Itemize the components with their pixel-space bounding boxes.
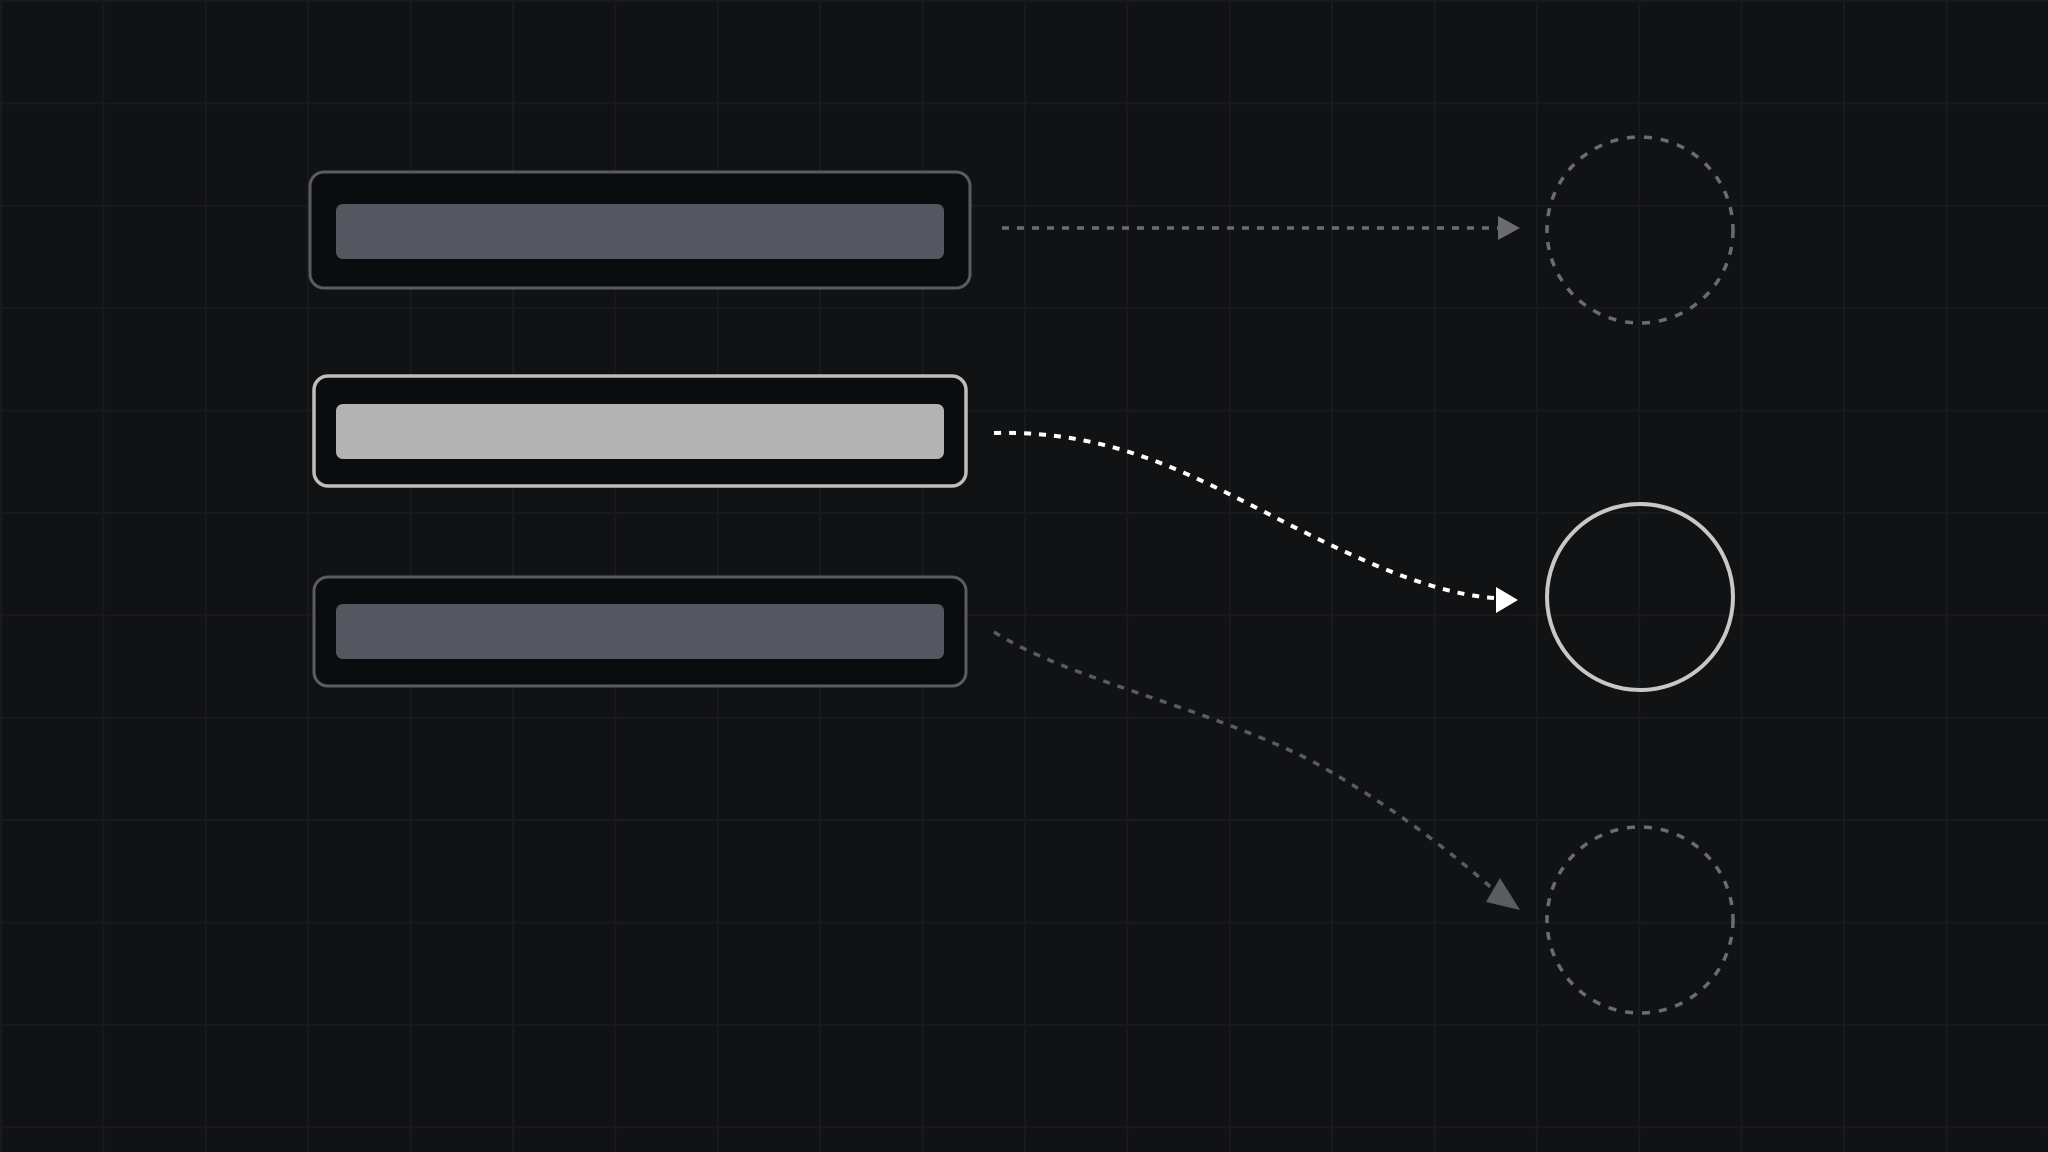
list-item-3[interactable] <box>312 575 968 688</box>
item-3-bar <box>336 604 944 659</box>
connector-3 <box>993 630 1496 892</box>
list-item-2[interactable] <box>312 374 968 488</box>
list-item-1[interactable] <box>308 170 972 290</box>
target-2-circle[interactable] <box>1545 502 1735 692</box>
connector-2 <box>993 430 1495 600</box>
item-2-bar <box>336 404 944 459</box>
item-1-bar <box>336 204 944 259</box>
target-3-circle[interactable] <box>1545 825 1735 1015</box>
arrowhead-1-icon <box>1498 216 1520 240</box>
target-1-circle[interactable] <box>1545 135 1735 325</box>
arrowhead-2-icon <box>1496 587 1518 613</box>
arrowhead-3-icon <box>1486 878 1520 910</box>
